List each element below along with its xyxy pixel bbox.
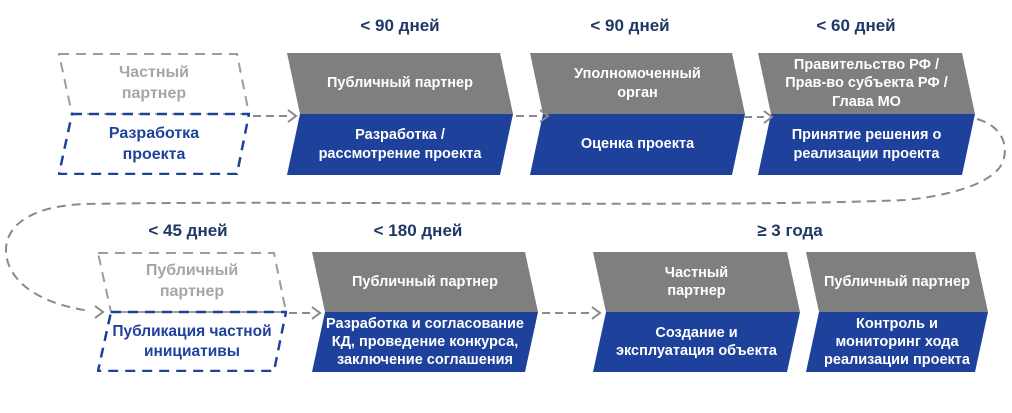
start-action-label: Разработка проекта: [108, 124, 200, 163]
start-shape-project-development: Частный партнер Разработка проекта: [58, 53, 250, 175]
stage-block-implementation-decision: Правительство РФ / Прав-во субъекта РФ /…: [758, 53, 975, 175]
stage-block-creation-operation: Частный партнер Создание и эксплуатация …: [593, 252, 800, 372]
actor-segment: Правительство РФ / Прав-во субъекта РФ /…: [758, 53, 975, 114]
action-segment: Разработка / рассмотрение проекта: [287, 114, 513, 175]
stage-block-control-monitoring: Публичный партнер Контроль и мониторинг …: [806, 252, 988, 372]
start-action-label: Публикация частной инициативы: [112, 322, 272, 360]
actor-segment: Частный партнер: [593, 252, 800, 312]
action-segment: Оценка проекта: [530, 114, 745, 175]
action-segment: Разработка и согласование КД, проведение…: [312, 312, 538, 372]
stage-block-tender-and-agreement: Публичный партнер Разработка и согласова…: [312, 252, 538, 372]
actor-segment: Уполномоченный орган: [530, 53, 745, 114]
start-shape-private-initiative: Публичный партнер Публикация частной ини…: [97, 252, 287, 372]
stage-block-project-assessment: Уполномоченный орган Оценка проекта: [530, 53, 745, 175]
action-segment: Создание и эксплуатация объекта: [593, 312, 800, 372]
action-segment: Принятие решения о реализации проекта: [758, 114, 975, 175]
stage-block-project-review: Публичный партнер Разработка / рассмотре…: [287, 53, 513, 175]
action-segment: Контроль и мониторинг хода реализации пр…: [806, 312, 988, 372]
start-actor-label: Частный партнер: [118, 63, 190, 102]
duration-label-r2-step2: ≥ 3 года: [757, 221, 823, 240]
duration-label-r1-step3: < 60 дней: [816, 16, 896, 35]
duration-label-r1-step1: < 90 дней: [360, 16, 440, 35]
actor-segment: Публичный партнер: [287, 53, 513, 114]
duration-label-r2-step1: < 180 дней: [373, 221, 463, 240]
duration-label-r1-step2: < 90 дней: [590, 16, 670, 35]
duration-label-r2-start: < 45 дней: [148, 221, 228, 240]
actor-segment: Публичный партнер: [806, 252, 988, 312]
actor-segment: Публичный партнер: [312, 252, 538, 312]
start-actor-label: Публичный партнер: [145, 262, 239, 300]
